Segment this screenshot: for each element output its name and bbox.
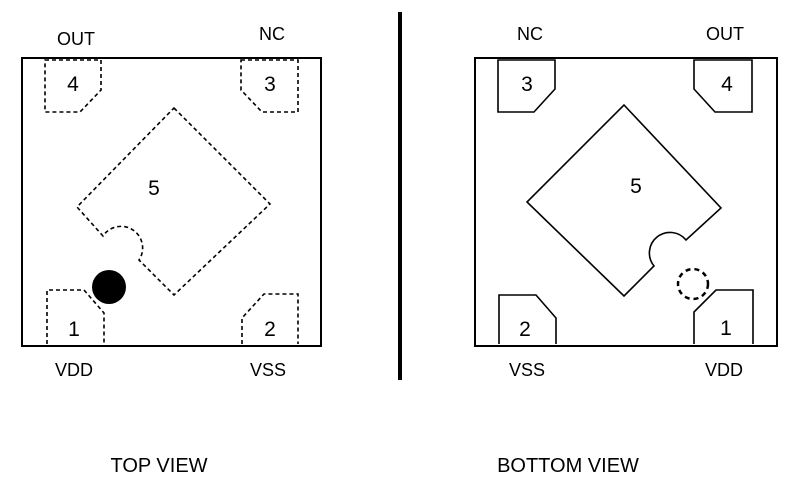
top-view: OUT NC VDD VSS 4 3 1 2 5 TOP VIEW (21, 24, 322, 477)
bottom-view-pad-number-bottom-left: 2 (519, 318, 531, 341)
top-view-center-pad (75, 106, 272, 297)
bottom-view-pad-top-right (693, 59, 753, 113)
top-view-pin-label-bottom-left: VDD (55, 360, 93, 380)
top-view-pin-label-top-left: OUT (57, 29, 95, 49)
top-view-pad-top-left (44, 59, 102, 113)
top-view-pin-label-bottom-right: VSS (250, 360, 286, 380)
bottom-view-pad-bottom-left (498, 294, 557, 344)
top-view-pad-number-top-right: 3 (264, 73, 276, 96)
top-view-pad-number-bottom-left: 1 (68, 318, 80, 341)
top-view-pad-top-right (240, 59, 299, 113)
bottom-view-pin-label-bottom-left: VSS (509, 360, 545, 380)
bottom-view-pad-number-center: 5 (630, 175, 642, 198)
bottom-view-pad-number-top-right: 4 (721, 73, 733, 96)
top-view-pin1-marker (92, 270, 126, 304)
top-view-pad-number-center: 5 (148, 177, 160, 200)
bottom-view-pin-label-top-left: NC (517, 24, 543, 44)
bottom-view-pad-number-bottom-right: 1 (720, 317, 732, 340)
bottom-view-package-outline (474, 57, 778, 347)
top-view-pad-bottom-right (241, 293, 299, 344)
bottom-view-pin-label-bottom-right: VDD (705, 360, 743, 380)
bottom-view-pin1-marker (676, 267, 710, 301)
bottom-view-center-pad (525, 103, 723, 298)
bottom-view-pad-number-top-left: 3 (521, 73, 533, 96)
top-view-package-outline (21, 57, 322, 347)
bottom-view-title: BOTTOM VIEW (497, 455, 639, 477)
top-view-pad-number-bottom-right: 2 (264, 318, 276, 341)
top-view-pin-label-top-right: NC (259, 24, 285, 44)
bottom-view-pad-bottom-right (693, 289, 754, 344)
bottom-view: NC OUT VSS VDD 3 4 2 1 5 BOTTOM VIEW (474, 24, 778, 477)
top-view-pad-number-top-left: 4 (67, 73, 79, 96)
bottom-view-pin-label-top-right: OUT (706, 24, 744, 44)
top-view-title: TOP VIEW (110, 455, 207, 477)
bottom-view-pad-top-left (497, 59, 556, 113)
top-view-pad-bottom-left (46, 289, 105, 344)
